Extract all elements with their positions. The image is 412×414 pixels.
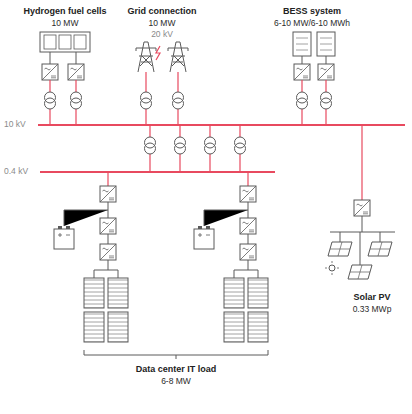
it-load-chain (194, 172, 268, 342)
rating-value: 6-10 MW/6-10 MWh (274, 19, 350, 28)
solar-feeder (325, 125, 395, 279)
rating-value: 6-8 MW (161, 377, 191, 386)
grid-feeder (136, 42, 188, 125)
feeder-heading: Hydrogen fuel cells (23, 7, 106, 17)
rating-value: 10 MW (52, 19, 79, 28)
feeder-heading: Grid connection (127, 7, 196, 17)
voltage-label: 0.4 kV (4, 167, 28, 176)
voltage-label: 10 kV (4, 120, 26, 129)
feeder-heading: Solar PV (353, 293, 390, 303)
it-load-chain (54, 172, 128, 342)
fuel-cell-feeder (40, 32, 90, 125)
bess-feeder (293, 32, 335, 125)
feeder-heading: BESS system (283, 7, 341, 17)
load-bracket (84, 350, 268, 359)
rating-value: 10 MW (149, 19, 176, 28)
rating-value: 0.33 MWp (353, 305, 392, 314)
busbars (38, 125, 405, 172)
voltage-label: 20 kV (151, 30, 173, 39)
feeder-heading: Data center IT load (136, 365, 217, 375)
